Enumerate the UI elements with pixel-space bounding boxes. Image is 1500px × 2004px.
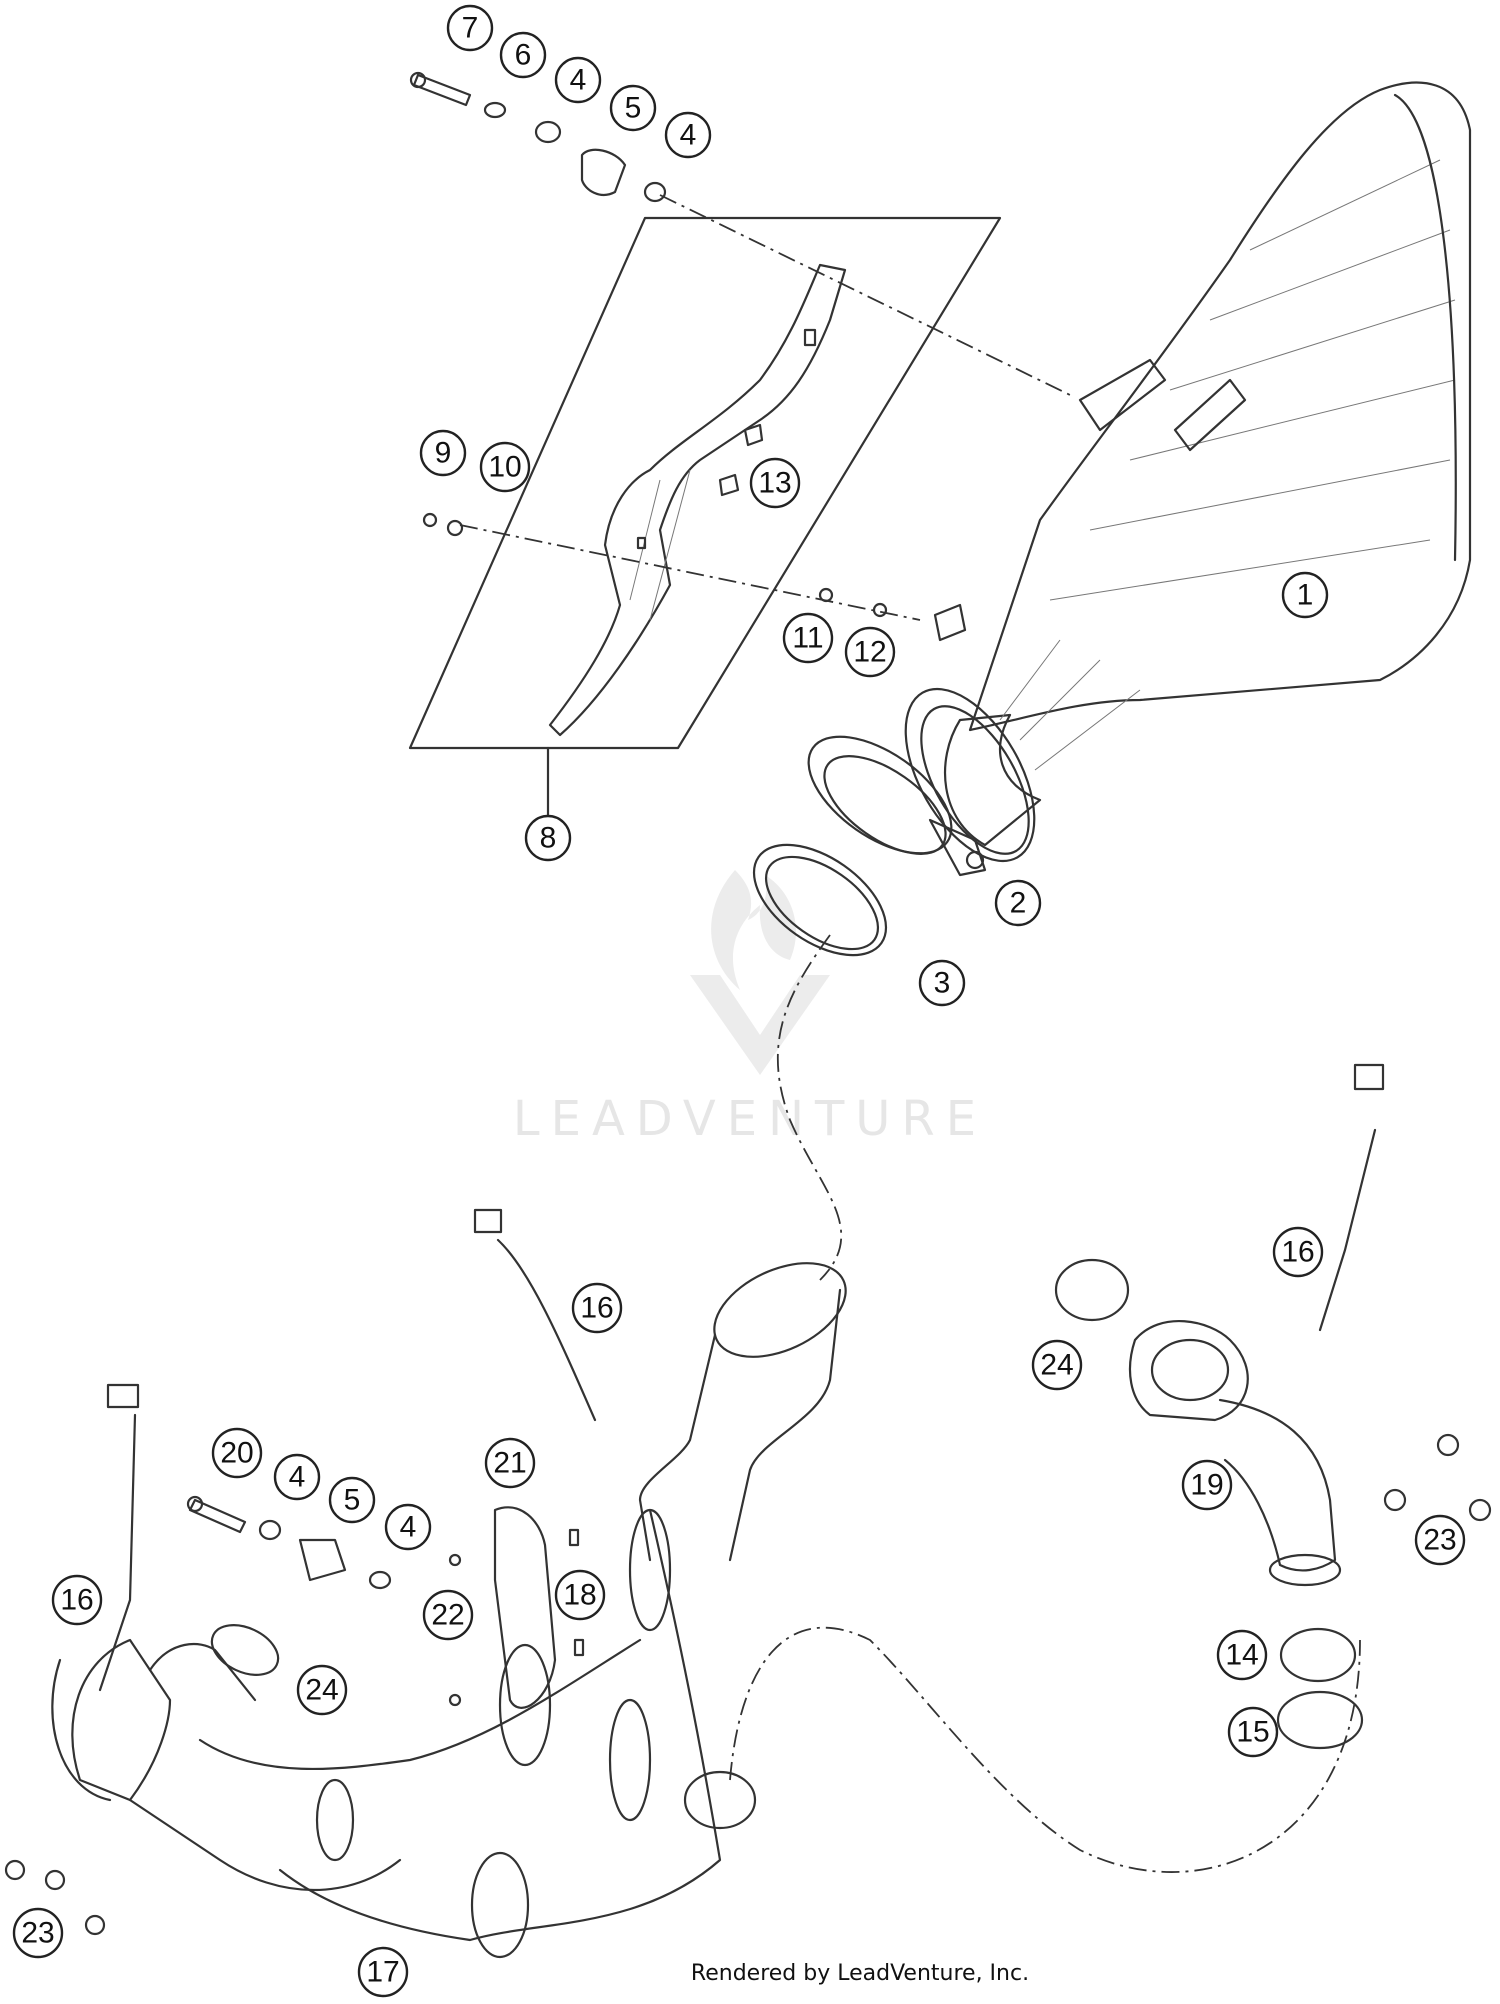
heat-shield-21 (493, 1506, 557, 1709)
callout-4[interactable]: 4 (384, 1503, 432, 1551)
oxygen-sensor-right (1318, 1063, 1385, 1332)
svg-text:16: 16 (580, 1292, 613, 1325)
callout-14[interactable]: 14 (1216, 1629, 1268, 1681)
watermark-text: LEADVENTURE (513, 1091, 987, 1147)
svg-text:20: 20 (220, 1437, 253, 1470)
leader-mid (459, 524, 921, 621)
nuts-23-right (1383, 1433, 1492, 1522)
svg-text:4: 4 (400, 1511, 417, 1544)
callout-16[interactable]: 16 (51, 1574, 103, 1626)
oxygen-sensor-left (98, 1383, 140, 1692)
header-pipe (51, 1262, 847, 1959)
watermark: LEADVENTURE (513, 870, 987, 1147)
svg-text:4: 4 (680, 119, 697, 152)
svg-text:14: 14 (1225, 1639, 1258, 1672)
callout-24[interactable]: 24 (1031, 1339, 1083, 1391)
callout-5[interactable]: 5 (328, 1476, 376, 1524)
svg-text:22: 22 (431, 1599, 464, 1632)
svg-text:1: 1 (1297, 579, 1314, 612)
callout-20[interactable]: 20 (211, 1427, 263, 1479)
gasket-24-right (1054, 1258, 1130, 1322)
callout-4[interactable]: 4 (554, 56, 602, 104)
render-credit: Rendered by LeadVenture, Inc. (691, 1961, 1029, 1986)
svg-text:11: 11 (792, 622, 823, 655)
callout-15[interactable]: 15 (1227, 1706, 1279, 1758)
heat-shield-kit (408, 216, 1002, 817)
callout-2[interactable]: 2 (994, 879, 1042, 927)
svg-text:4: 4 (570, 64, 587, 97)
leader-bottom (729, 1626, 1361, 1873)
svg-text:5: 5 (344, 1484, 361, 1517)
callout-23[interactable]: 23 (1414, 1514, 1466, 1566)
clamp-15 (1276, 1690, 1364, 1750)
callout-22[interactable]: 22 (422, 1589, 474, 1641)
callout-12[interactable]: 12 (844, 626, 896, 678)
svg-text:12: 12 (853, 636, 886, 669)
svg-text:2: 2 (1010, 887, 1027, 920)
callout-8[interactable]: 8 (524, 814, 572, 862)
nuts-23-left (4, 1859, 106, 1936)
svg-text:8: 8 (540, 822, 557, 855)
callout-13[interactable]: 13 (749, 457, 801, 509)
manifold-pipe-19 (1128, 1319, 1342, 1587)
svg-text:15: 15 (1236, 1716, 1269, 1749)
callout-10[interactable]: 10 (479, 441, 531, 493)
clamp-part-2 (807, 735, 987, 877)
svg-text:17: 17 (366, 1956, 399, 1989)
svg-text:13: 13 (758, 467, 791, 500)
gasket-14 (1279, 1627, 1357, 1683)
oxygen-sensor-top (473, 1208, 597, 1422)
gasket-part-3 (752, 843, 888, 957)
callout-16[interactable]: 16 (1272, 1226, 1324, 1278)
callout-6[interactable]: 6 (499, 31, 547, 79)
svg-text:24: 24 (305, 1674, 338, 1707)
gasket-24-left (210, 1624, 280, 1676)
svg-text:19: 19 (1190, 1469, 1223, 1502)
callout-4[interactable]: 4 (664, 111, 712, 159)
muffler (904, 81, 1472, 863)
callout-11[interactable]: 11 (782, 612, 834, 664)
svg-text:10: 10 (488, 451, 521, 484)
callout-9[interactable]: 9 (419, 429, 467, 477)
svg-text:23: 23 (21, 1917, 54, 1950)
svg-text:21: 21 (493, 1447, 526, 1480)
svg-text:3: 3 (934, 967, 951, 1000)
mount-hardware-bottom (186, 1495, 585, 1707)
callout-24[interactable]: 24 (296, 1664, 348, 1716)
callout-18[interactable]: 18 (554, 1569, 606, 1621)
leader-center (776, 934, 843, 1281)
svg-text:9: 9 (435, 437, 452, 470)
callout-21[interactable]: 21 (484, 1437, 536, 1489)
callout-23[interactable]: 23 (12, 1907, 64, 1959)
svg-text:5: 5 (625, 92, 642, 125)
svg-text:16: 16 (1281, 1236, 1314, 1269)
svg-text:24: 24 (1040, 1349, 1073, 1382)
svg-text:18: 18 (563, 1579, 596, 1612)
callout-1[interactable]: 1 (1281, 571, 1329, 619)
svg-text:16: 16 (60, 1584, 93, 1617)
callout-19[interactable]: 19 (1181, 1459, 1233, 1511)
callout-7[interactable]: 7 (446, 4, 494, 52)
leader-top (659, 194, 1071, 396)
callout-17[interactable]: 17 (357, 1946, 409, 1998)
callout-3[interactable]: 3 (918, 959, 966, 1007)
svg-text:6: 6 (515, 39, 532, 72)
callout-4[interactable]: 4 (273, 1453, 321, 1501)
svg-text:23: 23 (1423, 1524, 1456, 1557)
svg-text:7: 7 (462, 12, 479, 45)
callout-16[interactable]: 16 (571, 1282, 623, 1334)
callout-5[interactable]: 5 (609, 84, 657, 132)
svg-text:4: 4 (289, 1461, 306, 1494)
mount-hardware-top (409, 71, 888, 618)
